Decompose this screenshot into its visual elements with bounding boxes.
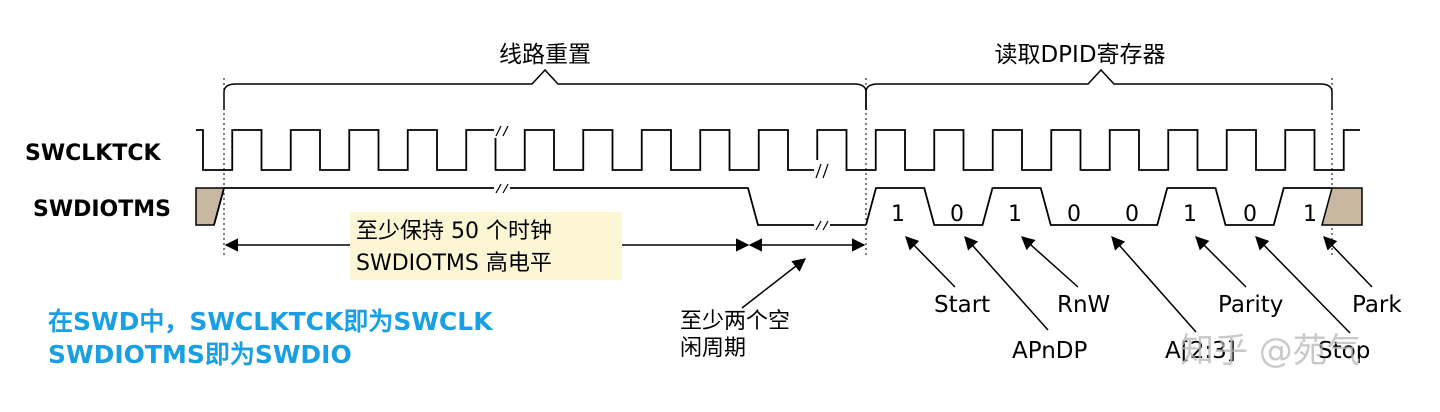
park-label: Park — [1352, 292, 1402, 318]
parity-label: Parity — [1218, 292, 1283, 318]
bit-stop: 0 — [1243, 202, 1257, 227]
swdio-reset-segment — [213, 187, 866, 226]
read-dpid-brace — [865, 68, 1333, 110]
clock-break-mark-2 — [814, 160, 830, 180]
apndp-label: APnDP — [1012, 338, 1087, 364]
swclktck-waveform — [196, 129, 1360, 171]
data-break-mark — [494, 182, 510, 194]
caption-line2: SWDIOTMS即为SWDIO — [48, 340, 352, 369]
bit-parity: 1 — [1183, 202, 1197, 227]
idle-note-arrow — [741, 258, 807, 309]
swdiotms-label: SWDIOTMS — [33, 197, 171, 222]
apndp-arrow — [964, 235, 1049, 331]
bit-park: 1 — [1303, 202, 1317, 227]
watermark: 知乎 @苑气 — [1180, 331, 1361, 371]
rnw-label: RnW — [1057, 292, 1110, 318]
line-reset-brace — [223, 68, 867, 110]
idle-note-line2: 闲周期 — [680, 336, 746, 361]
start-arrow — [905, 236, 956, 288]
high-level-note-line2: SWDIOTMS 高电平 — [356, 251, 552, 276]
read-dpid-title: 读取DPID寄存器 — [994, 42, 1165, 68]
idle-note-line1: 至少两个空 — [680, 309, 790, 334]
undefined-state-end — [1321, 187, 1363, 226]
caption-line1: 在SWD中，SWCLKTCK即为SWCLK — [48, 307, 494, 336]
stop-arrow — [1255, 236, 1351, 334]
bit-a3: 0 — [1125, 202, 1139, 227]
line-reset-title: 线路重置 — [499, 42, 591, 68]
rnw-arrow — [1020, 236, 1079, 288]
clock-break-mark — [494, 124, 510, 138]
bit-apndp: 0 — [950, 202, 964, 227]
park-arrow — [1323, 236, 1373, 288]
bit-a2: 0 — [1067, 202, 1081, 227]
idle-break-mark — [814, 219, 830, 231]
stop-label: Stop — [1318, 338, 1370, 364]
high-level-note-box — [350, 212, 622, 280]
addr-arrow — [1111, 235, 1197, 333]
high-level-note-line1: 至少保持 50 个时钟 — [356, 219, 552, 244]
start-label: Start — [934, 292, 990, 318]
parity-arrow — [1195, 236, 1247, 288]
bit-start: 1 — [891, 202, 905, 227]
addr-label: A[2:3] — [1165, 338, 1236, 364]
swclktck-label: SWCLKTCK — [25, 141, 161, 166]
bit-rnw: 1 — [1008, 202, 1022, 227]
swdio-request-waveform — [865, 187, 1332, 226]
